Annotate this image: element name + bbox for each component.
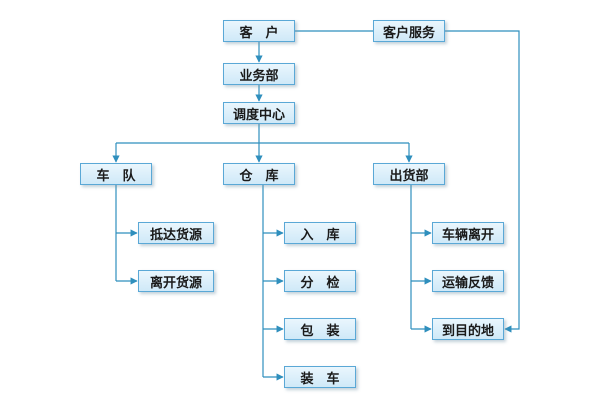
node-packing: 包 装: [284, 318, 356, 340]
node-business-dept: 业务部: [223, 63, 295, 85]
node-sorting: 分 检: [284, 270, 356, 292]
node-customer: 客 户: [223, 20, 295, 42]
node-vehicle-leave: 车辆离开: [432, 222, 504, 244]
node-destination: 到目的地: [432, 318, 504, 340]
node-fleet: 车 队: [80, 163, 152, 185]
node-warehouse-in: 入 库: [284, 222, 356, 244]
node-warehouse: 仓 库: [223, 163, 295, 185]
node-dispatch-center: 调度中心: [223, 102, 295, 124]
node-arrive-source: 抵达货源: [138, 222, 214, 244]
node-leave-source: 离开货源: [138, 270, 214, 292]
edge-dispatch-bus: [116, 124, 409, 144]
node-customer-service: 客户服务: [373, 20, 445, 42]
node-transport-feedback: 运输反馈: [432, 270, 504, 292]
node-shipping-dept: 出货部: [373, 163, 445, 185]
node-loading: 装 车: [284, 366, 356, 388]
